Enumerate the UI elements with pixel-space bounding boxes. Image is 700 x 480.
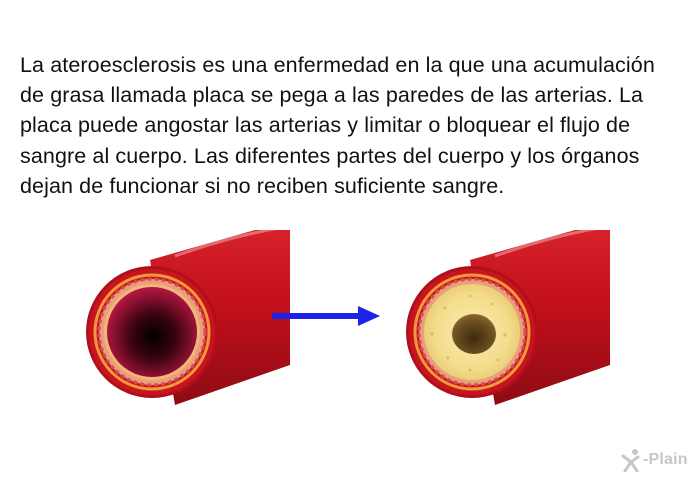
artery-comparison-illustration xyxy=(86,230,610,405)
progression-arrow-icon xyxy=(272,306,380,326)
blocked-artery xyxy=(406,230,610,405)
healthy-artery xyxy=(86,230,290,405)
xplain-logo: -Plain xyxy=(620,447,688,473)
x-figure-icon xyxy=(621,449,640,472)
description-paragraph: La ateroesclerosis es una enfermedad en … xyxy=(20,53,655,198)
logo-text: -Plain xyxy=(643,451,688,468)
